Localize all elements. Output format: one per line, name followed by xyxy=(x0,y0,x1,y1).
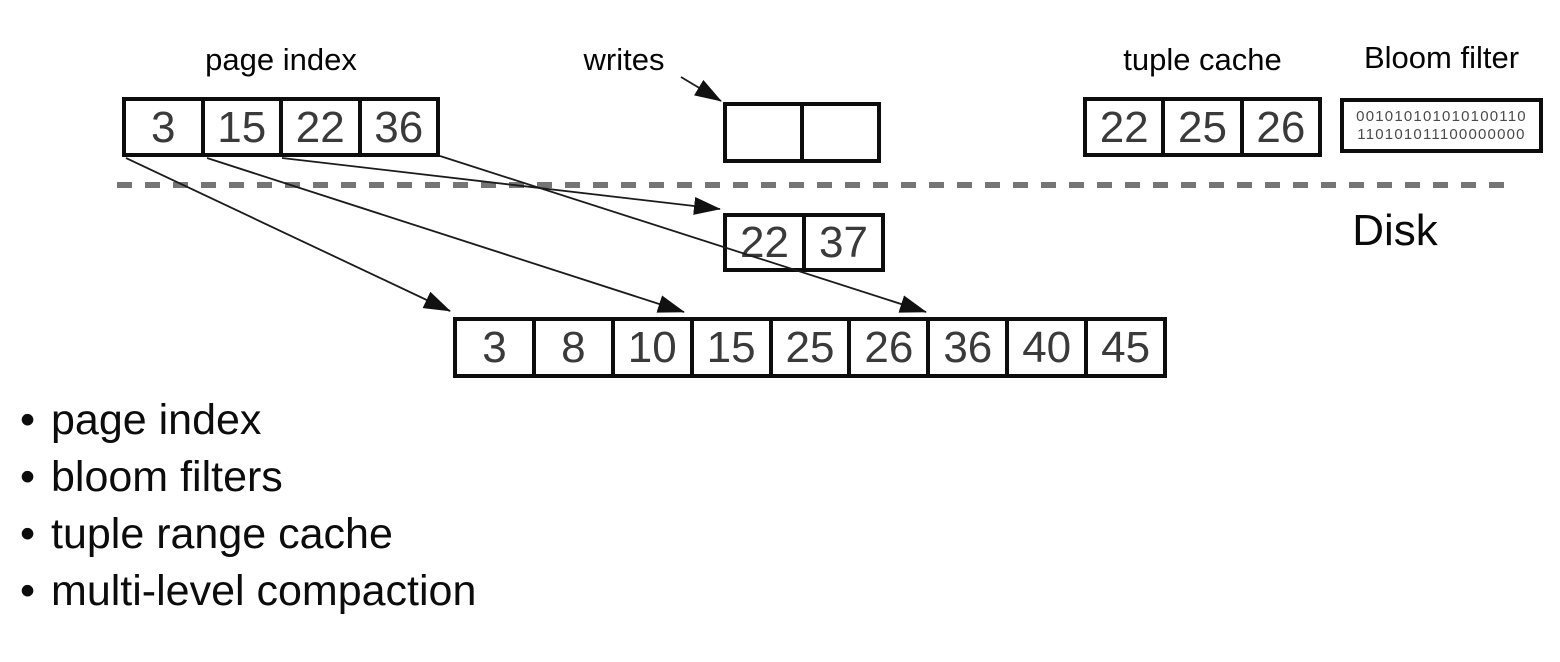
arrow-pageindex15-to-run xyxy=(206,157,685,313)
bullet-item: bloom filters xyxy=(20,449,476,506)
bullet-item: page index xyxy=(20,392,476,449)
sorted-run-cell: 15 xyxy=(689,321,769,374)
bloom-filter-label: Bloom filter xyxy=(1363,40,1520,75)
page-index-cell: 15 xyxy=(200,101,280,153)
sorted-run-cell: 45 xyxy=(1084,321,1163,374)
tuple-cache-label: tuple cache xyxy=(1123,42,1282,77)
sorted-run-cell: 36 xyxy=(926,321,1005,374)
arrow-pageindex3-to-run xyxy=(125,157,451,312)
sorted-run-cell: 3 xyxy=(482,323,507,372)
page-index-label: page index xyxy=(205,42,357,77)
disk-page-level1: 22 37 xyxy=(723,213,885,272)
write-buffer-cell xyxy=(800,106,877,159)
arrow-pageindex22-to-diskpage xyxy=(281,157,721,215)
page-index-cell: 22 xyxy=(279,101,358,153)
write-buffer xyxy=(723,102,881,163)
tuple-cache-cell: 22 xyxy=(1099,102,1149,152)
sorted-run-cell: 8 xyxy=(531,321,611,374)
bloom-filter-box: 001010101010100110 110101011100000000 xyxy=(1340,98,1543,153)
bloom-filter-bits-line1: 001010101010100110 xyxy=(1356,108,1527,125)
sorted-run-cell: 40 xyxy=(1005,321,1084,374)
disk-page-cell: 22 xyxy=(740,218,789,267)
bullet-item: tuple range cache xyxy=(20,506,476,563)
writes-label: writes xyxy=(583,42,665,77)
bloom-filter-bits-line2: 110101011100000000 xyxy=(1357,125,1526,143)
bullet-list: page indexbloom filterstuple range cache… xyxy=(20,392,476,620)
sorted-run-cell: 25 xyxy=(768,321,848,374)
disk-page-cell: 37 xyxy=(802,217,881,268)
tuple-cache-cell: 26 xyxy=(1239,101,1318,153)
sorted-run-cell: 26 xyxy=(847,321,926,374)
tuple-cache-cell: 25 xyxy=(1161,101,1239,153)
disk-label: Disk xyxy=(1352,206,1438,255)
page-index-cell: 3 xyxy=(151,102,176,152)
writes-arrow xyxy=(680,76,722,102)
sorted-run-cell: 10 xyxy=(610,321,690,374)
bullet-item: multi-level compaction xyxy=(20,563,476,620)
write-buffer-cell xyxy=(727,106,800,159)
page-index-cell: 36 xyxy=(357,101,437,153)
